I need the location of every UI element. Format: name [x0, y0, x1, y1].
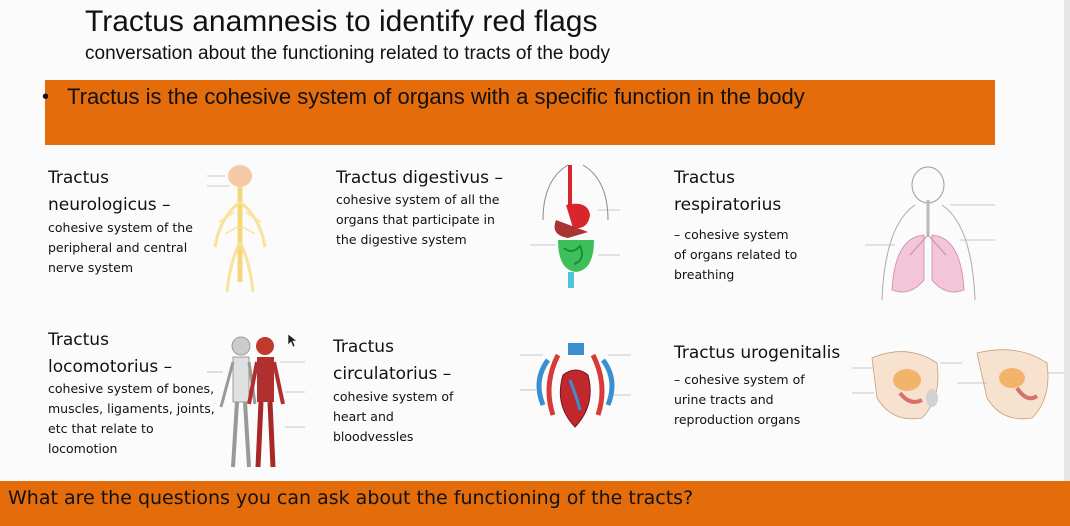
desc-line: of organs related to — [674, 247, 798, 262]
tract-desc-locomotorius: cohesive system of bones, muscles, ligam… — [48, 379, 215, 459]
term-line: Tractus — [48, 168, 109, 188]
tract-term-respiratorius: Tractus respiratorius — [674, 165, 781, 219]
urogenital-system-illustration — [852, 349, 1064, 420]
desc-line: bloodvessles — [333, 429, 414, 444]
desc-line: cohesive system of — [333, 389, 454, 404]
desc-line: reproduction organs — [674, 412, 801, 427]
term-line: Tractus digestivus – — [336, 168, 503, 188]
tract-term-locomotorius: Tractus locomotorius – — [48, 327, 172, 381]
desc-line: muscles, ligaments, joints, — [48, 401, 215, 416]
respiratory-system-illustration — [865, 166, 995, 301]
desc-line: breathing — [674, 267, 735, 282]
tract-term-circulatorius: Tractus circulatorius – — [333, 334, 451, 388]
musculoskeletal-system-illustration — [207, 336, 305, 468]
bullet-marker: • — [42, 86, 50, 108]
term-line: Tractus — [48, 330, 109, 350]
tract-desc-digestivus: cohesive system of all the organs that p… — [336, 190, 499, 250]
page-subtitle: conversation about the functioning relat… — [85, 43, 610, 64]
footer-question: What are the questions you can ask about… — [8, 487, 694, 509]
window-edge — [1064, 0, 1070, 526]
desc-line: organs that participate in — [336, 212, 495, 227]
term-line: Tractus — [674, 168, 735, 188]
desc-line: heart and — [333, 409, 394, 424]
definition-text: Tractus is the cohesive system of organs… — [67, 84, 805, 109]
desc-line: etc that relate to — [48, 421, 154, 436]
tract-desc-circulatorius: cohesive system of heart and bloodvessle… — [333, 387, 453, 447]
tract-desc-urogenitalis: – cohesive system of urine tracts and re… — [674, 370, 805, 430]
desc-line: cohesive system of bones, — [48, 381, 215, 396]
term-line: Tractus urogenitalis — [674, 343, 841, 363]
desc-line: locomotion — [48, 441, 118, 456]
desc-line: the digestive system — [336, 232, 467, 247]
tract-term-neurologicus: Tractus neurologicus – — [48, 165, 171, 219]
desc-line: peripheral and central — [48, 240, 188, 255]
desc-line: – cohesive system of — [674, 372, 805, 387]
digestive-system-illustration — [530, 164, 620, 288]
tract-term-urogenitalis: Tractus urogenitalis — [674, 340, 840, 367]
page-title: Tractus anamnesis to identify red flags — [85, 5, 598, 38]
question-footer — [0, 481, 1070, 526]
tract-term-digestivus: Tractus digestivus – — [336, 165, 503, 192]
desc-line: nerve system — [48, 260, 134, 275]
term-line: neurologicus – — [48, 195, 171, 215]
tract-desc-respiratorius: – cohesive system of organs related to b… — [674, 225, 797, 285]
desc-line: – cohesive system — [674, 227, 789, 242]
tract-desc-neurologicus: cohesive system of the peripheral and ce… — [48, 218, 193, 278]
nervous-system-illustration — [207, 165, 267, 293]
mouse-pointer-icon — [288, 334, 298, 348]
term-line: locomotorius – — [48, 357, 173, 377]
term-line: respiratorius — [674, 195, 782, 215]
circulatory-system-illustration — [520, 343, 631, 428]
desc-line: cohesive system of the — [48, 220, 193, 235]
desc-line: urine tracts and — [674, 392, 774, 407]
desc-line: cohesive system of all the — [336, 192, 500, 207]
term-line: circulatorius – — [333, 364, 452, 384]
term-line: Tractus — [333, 337, 394, 357]
definition-banner — [45, 80, 995, 145]
